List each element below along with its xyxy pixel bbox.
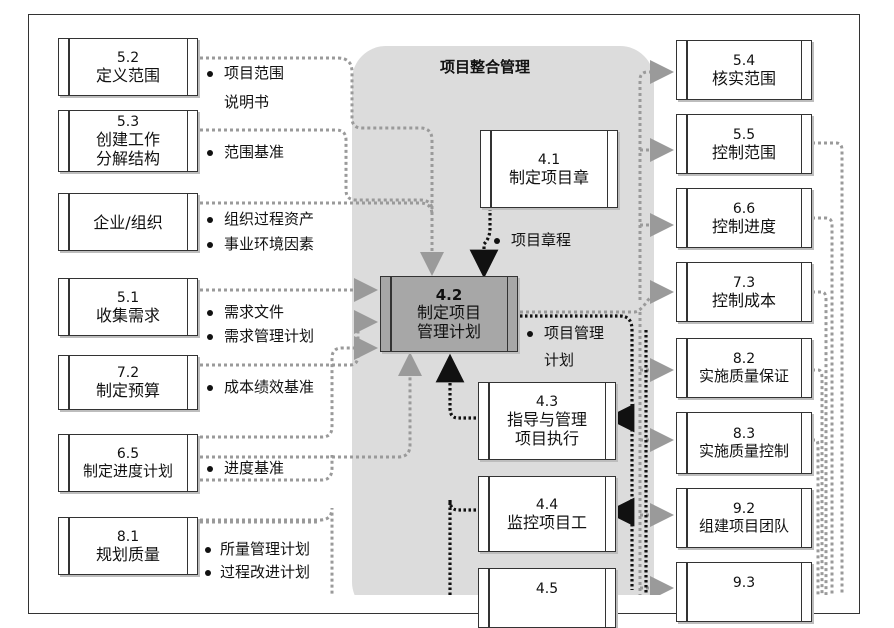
process-name: 监控项目工 (506, 512, 587, 532)
process-name: 指导与管理 项目执行 (506, 410, 587, 448)
process-quality-control[interactable]: 8.3 实施质量控制 (676, 412, 812, 474)
process-name: 制定预算 (95, 381, 160, 400)
output-label: 项目管理 (544, 324, 605, 342)
process-name: 制定进度计划 (82, 461, 173, 480)
input-label: 项目范围 (224, 64, 285, 82)
process-direct-manage-execution[interactable]: 4.3 指导与管理 项目执行 (478, 382, 616, 460)
process-name: 收集需求 (95, 305, 160, 325)
process-control-scope[interactable]: 5.5 控制范围 (676, 114, 812, 174)
bullet-icon (207, 242, 213, 248)
process-control-schedule[interactable]: 6.6 控制进度 (676, 188, 812, 248)
process-verify-scope[interactable]: 5.4 核实范围 (676, 40, 812, 100)
process-determine-budget[interactable]: 7.2 制定预算 (58, 355, 198, 410)
process-number: 4.5 (535, 581, 559, 597)
input-label: 成本绩效基准 (224, 378, 315, 396)
gray-input-arrows (200, 56, 844, 595)
process-name: 规划质量 (95, 544, 160, 564)
process-number: 9.3 (732, 575, 756, 591)
process-name: 控制范围 (711, 142, 776, 162)
process-create-wbs[interactable]: 5.3 创建工作 分解结构 (58, 110, 198, 172)
process-number: 7.3 (732, 274, 756, 291)
input-label: 范围基准 (224, 143, 285, 161)
process-develop-pm-plan[interactable]: 4.2 制定项目 管理计划 (380, 276, 518, 352)
process-number: 4.2 (435, 286, 463, 304)
input-label: 需求文件 (224, 303, 285, 321)
process-number: 7.2 (116, 365, 140, 381)
process-number: 6.6 (732, 200, 756, 217)
bullet-icon (205, 570, 211, 576)
process-name: 创建工作 分解结构 (95, 130, 160, 168)
process-number: 8.1 (116, 528, 140, 545)
process-plan-quality[interactable]: 8.1 规划质量 (58, 517, 198, 575)
process-9-3[interactable]: 9.3 (676, 562, 812, 622)
bullet-icon (205, 547, 211, 553)
bullet-icon (207, 385, 213, 391)
process-number: 5.3 (116, 114, 140, 130)
process-number: 4.3 (535, 394, 559, 410)
output-label: 计划 (544, 351, 575, 369)
process-collect-requirements[interactable]: 5.1 收集需求 (58, 278, 198, 336)
process-acquire-team[interactable]: 9.2 组建项目团队 (676, 488, 812, 548)
input-label: 进度基准 (224, 459, 285, 477)
process-define-scope[interactable]: 5.2 定义范围 (58, 38, 198, 96)
input-label: 事业环境因素 (224, 235, 315, 253)
process-name: 核实范围 (711, 68, 776, 88)
bullet-icon (207, 466, 213, 472)
process-name: 制定项目章 (508, 167, 589, 187)
process-name: 企业/组织 (93, 212, 163, 232)
process-name: 实施质量保证 (698, 366, 789, 385)
input-label: 组织过程资产 (224, 210, 315, 228)
process-name: 控制进度 (711, 216, 776, 236)
process-number: 6.5 (116, 445, 140, 462)
process-control-costs[interactable]: 7.3 控制成本 (676, 262, 812, 322)
process-number: 8.3 (732, 425, 756, 442)
process-develop-charter[interactable]: 4.1 制定项目章 (480, 130, 618, 208)
output-label: 项目章程 (511, 231, 572, 249)
input-label: 需求管理计划 (224, 327, 315, 345)
bullet-icon (527, 331, 533, 337)
process-name: 制定项目 管理计划 (416, 303, 481, 341)
bullet-icon (207, 217, 213, 223)
process-name: 定义范围 (95, 65, 160, 85)
input-label: 过程改进计划 (220, 563, 311, 581)
process-monitor-control-work[interactable]: 4.4 监控项目工 (478, 476, 616, 552)
process-number: 5.5 (732, 126, 756, 143)
process-develop-schedule[interactable]: 6.5 制定进度计划 (58, 434, 198, 492)
process-quality-assurance[interactable]: 8.2 实施质量保证 (676, 338, 812, 398)
integration-title: 项目整合管理 (440, 58, 531, 76)
bullet-icon (207, 150, 213, 156)
bullet-icon (207, 71, 213, 77)
process-number: 8.2 (732, 350, 756, 367)
process-number: 5.2 (116, 49, 140, 66)
process-name: 控制成本 (711, 290, 776, 310)
process-4-5[interactable]: 4.5 (478, 568, 616, 628)
input-label: 所量管理计划 (220, 540, 311, 558)
process-number: 4.1 (537, 151, 561, 168)
process-name: 组建项目团队 (698, 516, 789, 535)
process-number: 4.4 (535, 496, 559, 513)
bullet-icon (207, 310, 213, 316)
process-number: 5.1 (116, 289, 140, 306)
input-label: 说明书 (224, 93, 270, 111)
process-number: 9.2 (732, 500, 756, 517)
process-name: 实施质量控制 (698, 441, 789, 460)
enterprise-organization[interactable]: 企业/组织 (58, 193, 198, 251)
bullet-icon (494, 238, 500, 244)
bullet-icon (207, 334, 213, 340)
process-number: 5.4 (732, 52, 756, 69)
